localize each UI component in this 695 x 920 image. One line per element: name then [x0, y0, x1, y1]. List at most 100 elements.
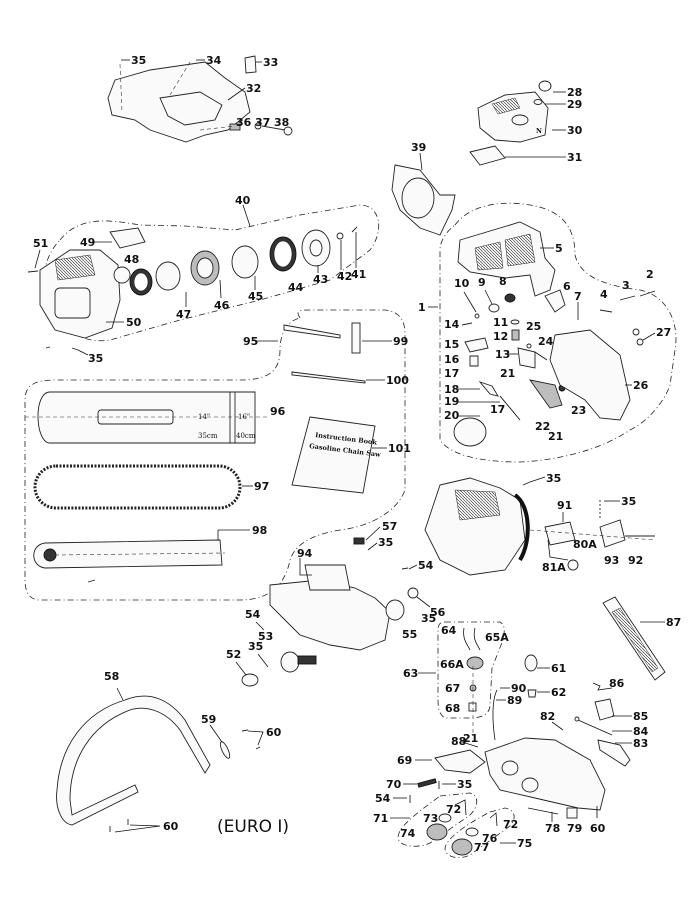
group-71-outline	[397, 792, 478, 847]
spark-plug-wrench-99	[351, 322, 361, 354]
label-23: 23	[571, 404, 586, 417]
label-17-b: 17	[490, 403, 505, 416]
label-47: 47	[176, 308, 191, 321]
lever-83	[597, 739, 631, 767]
screw-54-a	[401, 567, 409, 570]
washer-42	[336, 232, 344, 240]
label-92: 92	[628, 554, 643, 567]
label-72-b: 72	[503, 818, 518, 831]
rod-84	[577, 719, 613, 736]
tank-housing	[484, 737, 606, 811]
label-21-a: 21	[500, 367, 515, 380]
label-12: 12	[493, 330, 508, 343]
label-22: 22	[535, 420, 550, 433]
filter-31	[469, 145, 506, 166]
group-63-outline	[437, 621, 505, 719]
label-28: 28	[567, 86, 582, 99]
part-16	[469, 355, 479, 367]
label-48: 48	[124, 253, 139, 266]
washer-29	[533, 99, 543, 105]
label-35-55: 35	[421, 612, 436, 625]
label-94: 94	[297, 547, 313, 560]
starter-housing-boss	[113, 266, 131, 284]
lever-18	[478, 381, 499, 397]
label-75: 75	[517, 837, 532, 850]
plug-56	[407, 587, 419, 599]
screw-35-left-2	[71, 347, 79, 351]
label-35-left: 35	[88, 352, 103, 365]
chain-guide-22	[528, 379, 563, 409]
cap-74	[426, 823, 448, 841]
damper-55	[385, 599, 405, 621]
saw-chain-97	[33, 464, 242, 510]
label-66a: 66A	[440, 658, 464, 671]
label-46: 46	[214, 299, 230, 312]
part-37	[254, 122, 262, 130]
label-79: 79	[567, 822, 582, 835]
label-82: 82	[540, 710, 555, 723]
label-83: 83	[633, 737, 648, 750]
bar-mark-35cm: 35cm	[198, 432, 218, 440]
label-86: 86	[609, 677, 625, 690]
label-54-a: 54	[418, 559, 434, 572]
filter-68	[468, 702, 477, 712]
engine-flywheel-rim	[513, 493, 530, 562]
chassis-bracket	[304, 564, 351, 591]
label-21-b: 21	[548, 430, 563, 443]
label-32: 32	[246, 82, 261, 95]
label-71: 71	[373, 812, 388, 825]
hose-64	[463, 627, 471, 651]
label-76: 76	[482, 832, 498, 845]
fan-housing-ring	[401, 177, 435, 219]
part-11	[510, 319, 520, 325]
label-100: 100	[386, 374, 409, 387]
label-93: 93	[604, 554, 619, 567]
screw-35-left	[45, 346, 51, 349]
label-90: 90	[511, 682, 527, 695]
label-39: 39	[411, 141, 426, 154]
label-36: 36	[236, 116, 252, 129]
label-35-engine: 35	[546, 472, 561, 485]
switch-79	[566, 807, 578, 819]
starter-housing-window	[54, 287, 91, 319]
label-33: 33	[263, 56, 278, 69]
intake-93	[599, 519, 626, 548]
label-38: 38	[274, 116, 289, 129]
label-89: 89	[507, 694, 522, 707]
label-27: 27	[656, 326, 671, 339]
spring-8	[504, 293, 516, 303]
label-10: 10	[454, 277, 470, 290]
cap-52	[241, 673, 259, 687]
label-16: 16	[444, 353, 460, 366]
euro-caption: (EURO I)	[217, 817, 289, 837]
label-9: 9	[478, 276, 486, 289]
label-81a: 81A	[542, 561, 566, 574]
label-85: 85	[633, 710, 648, 723]
washer-9	[488, 303, 500, 313]
label-77: 77	[474, 841, 489, 854]
part-38-rod	[261, 125, 286, 131]
bar-mark-16: 16"	[238, 413, 250, 421]
file-100	[291, 371, 366, 384]
label-97: 97	[254, 480, 269, 493]
label-45: 45	[248, 290, 263, 303]
label-31: 31	[567, 151, 582, 164]
primer-bulb-80a	[567, 559, 579, 571]
cover-badge: N	[536, 127, 542, 135]
label-44: 44	[288, 281, 304, 294]
label-57: 57	[382, 520, 397, 533]
part-62	[527, 689, 537, 698]
pin-3	[619, 295, 636, 301]
part-25	[526, 343, 532, 349]
screw-51	[27, 270, 39, 273]
label-51: 51	[33, 237, 48, 250]
label-78: 78	[545, 822, 560, 835]
spring-24	[534, 351, 548, 361]
screw-35-chassis	[87, 579, 96, 583]
group-1-outline	[439, 202, 677, 463]
label-35-57: 35	[378, 536, 393, 549]
pin-4	[599, 309, 613, 313]
seal-76	[465, 827, 479, 837]
screw-14	[461, 322, 473, 326]
